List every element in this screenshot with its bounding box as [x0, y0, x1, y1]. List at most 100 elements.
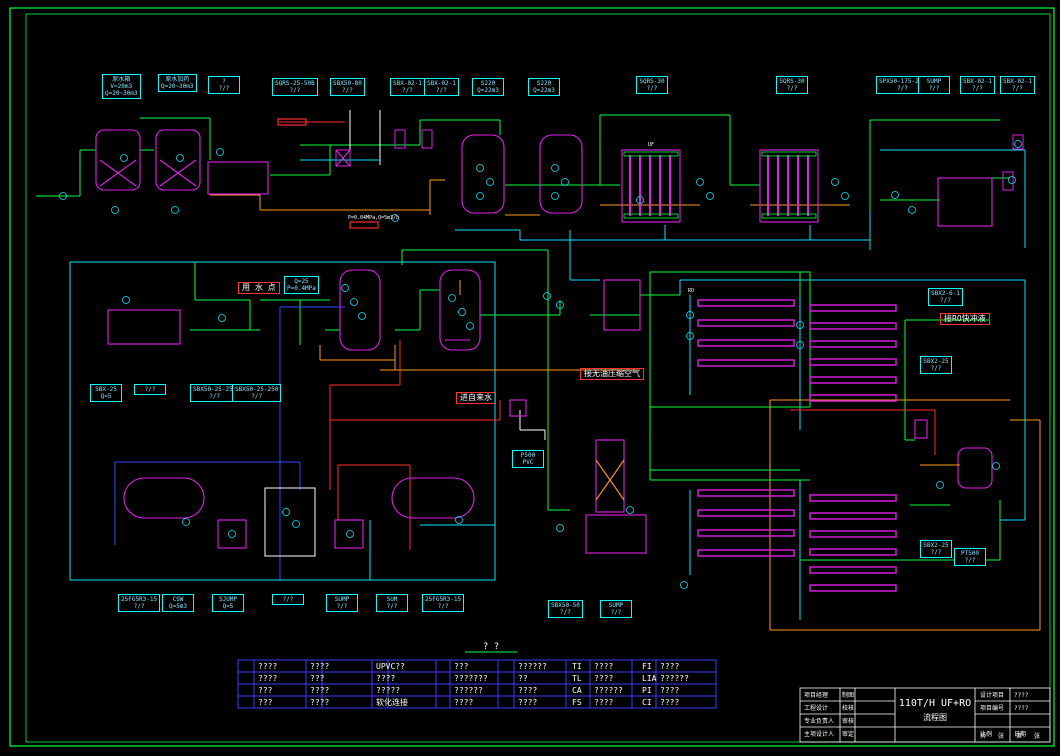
legend-table — [237, 659, 717, 709]
legend-cell: ?????? — [660, 674, 689, 683]
legend-cell: TI — [572, 662, 582, 671]
top-tag-line: SBX-02-1 — [1003, 78, 1032, 85]
instrument-bubble — [176, 154, 184, 162]
top-tag: SBX-02-1?/? — [960, 76, 995, 94]
top-tag-line: ?/? — [1012, 85, 1023, 92]
mid-tag: SBX50-25-250?/? — [232, 384, 282, 402]
legend-cell: ????? — [376, 686, 400, 695]
mid-tag: PT500?/? — [954, 548, 986, 566]
ro-tubes — [697, 299, 897, 592]
middle-left-vessels — [107, 269, 993, 554]
title-block-cell: ???? — [1014, 705, 1029, 712]
mid-tag-line: ?/? — [930, 365, 942, 372]
top-vessels — [95, 129, 993, 227]
top-tag-line: ?/? — [342, 87, 353, 94]
instrument-bubble — [120, 154, 128, 162]
bottom-tag: SUMP?/? — [600, 600, 632, 618]
instrument-bubble — [696, 178, 704, 186]
instrument-bubble — [1008, 176, 1016, 184]
title-block-cell: 审核 — [842, 717, 854, 725]
title-block-cell: 校核 — [842, 704, 854, 712]
mid-tag: ?/? — [134, 384, 166, 395]
title-block-cell: 专业负责人 — [804, 717, 834, 725]
instrument-bubble — [346, 530, 354, 538]
bottom-tag-line: ?/? — [437, 603, 449, 610]
bottom-tag-line: ?/? — [610, 609, 622, 616]
bottom-tag-line: CSW — [172, 596, 184, 603]
legend-cell: LIA — [642, 674, 657, 683]
instrument-bubble — [551, 164, 559, 172]
mid-tag: SBX2-25?/? — [920, 540, 952, 558]
legend-cell: ???? — [376, 674, 395, 683]
ro-membrane-tube — [697, 509, 795, 517]
ro-membrane-tube — [697, 339, 795, 347]
top-tag-line: SPX50-175-250 — [879, 78, 926, 85]
top-tag: ??/? — [208, 76, 240, 94]
ro-membrane-tube — [809, 566, 897, 574]
title-rows: 项目经理制图设计项目????工程设计校核项目编号????专业负责人审核主项设计人… — [804, 691, 1040, 740]
top-tag-line: ?/? — [646, 85, 658, 92]
ro-membrane-tube — [809, 548, 897, 556]
legend-cell: ???? — [454, 698, 473, 707]
top-tag-line: Q=20~30m3 — [161, 83, 194, 90]
inline-label: RO — [688, 288, 694, 294]
mid-tag-line: SBX2-25 — [923, 358, 949, 365]
instrument-bubble — [455, 516, 463, 524]
top-tag-line: S220 — [536, 80, 552, 87]
heater-bar-2 — [349, 221, 379, 229]
instrument-bubble — [292, 520, 300, 528]
instrument-bubble — [561, 178, 569, 186]
top-tag-line: ?/? — [972, 85, 983, 92]
mid-tag-line: PT500 — [960, 550, 980, 557]
outer-frame — [9, 7, 1055, 747]
instrument-bubble — [908, 206, 916, 214]
top-tag-line: Q=22m3 — [533, 87, 555, 94]
legend-cell: ??????? — [454, 674, 488, 683]
instrument-bubble — [350, 298, 358, 306]
top-tag: SBX-02-1?/? — [390, 78, 425, 96]
instrument-bubble — [171, 206, 179, 214]
instrument-bubble — [556, 524, 564, 532]
instrument-bubble — [551, 192, 559, 200]
title-block-cell: 日期 — [1014, 730, 1026, 738]
legend-cell: ?????? — [454, 686, 483, 695]
bottom-tag: SUMP?/? — [326, 594, 358, 612]
instrument-bubble — [1014, 140, 1022, 148]
instrument-bubble — [841, 192, 849, 200]
mid-tag-line: SBX2-6-1 — [931, 290, 960, 297]
legend-cell: ???? — [660, 686, 679, 695]
mid-tag-line: ?/? — [209, 393, 221, 400]
bottom-tag: 25FG5R3-15?/? — [118, 594, 161, 612]
callout-compressed-air: 接无油压缩空气 — [580, 368, 644, 380]
mid-tag-line: SBX-25 — [95, 386, 117, 393]
inline-label: UF — [648, 142, 654, 148]
bottom-tag-line: ?/? — [560, 609, 571, 616]
top-tag-line: ?/? — [402, 87, 413, 94]
top-tag-line: Q=22m3 — [477, 87, 499, 94]
mid-tag-line: P500 — [520, 452, 536, 459]
top-pipeline — [36, 110, 1026, 295]
ro-membrane-tube — [809, 512, 897, 520]
instrument-bubble — [448, 294, 456, 302]
legend-cell: ?????? — [594, 686, 623, 695]
bottom-tag-line: 25FG5R3-15 — [425, 596, 462, 603]
mid-tag: SBX2-6-1?/? — [928, 288, 963, 306]
instrument-bubble — [216, 148, 224, 156]
title-block-footer: 张 — [1034, 732, 1040, 740]
legend-cell: ???? — [660, 698, 679, 707]
bottom-tag-line: SUMP — [608, 602, 624, 609]
bottom-tag-line: Q=5m3 — [168, 603, 188, 610]
legend-cell: ???? — [258, 662, 277, 671]
mid-tag-line: SBX50-25-250 — [235, 386, 279, 393]
ro-membrane-tube — [809, 304, 897, 312]
instrument-bubble — [831, 178, 839, 186]
title-block-cell: 主项设计人 — [804, 730, 834, 738]
legend-cell: ??? — [454, 662, 469, 671]
ro-membrane-tube — [809, 394, 897, 402]
legend-title: ? ? — [483, 642, 499, 652]
instrument-bubble — [476, 164, 484, 172]
instrument-bubble — [358, 312, 366, 320]
